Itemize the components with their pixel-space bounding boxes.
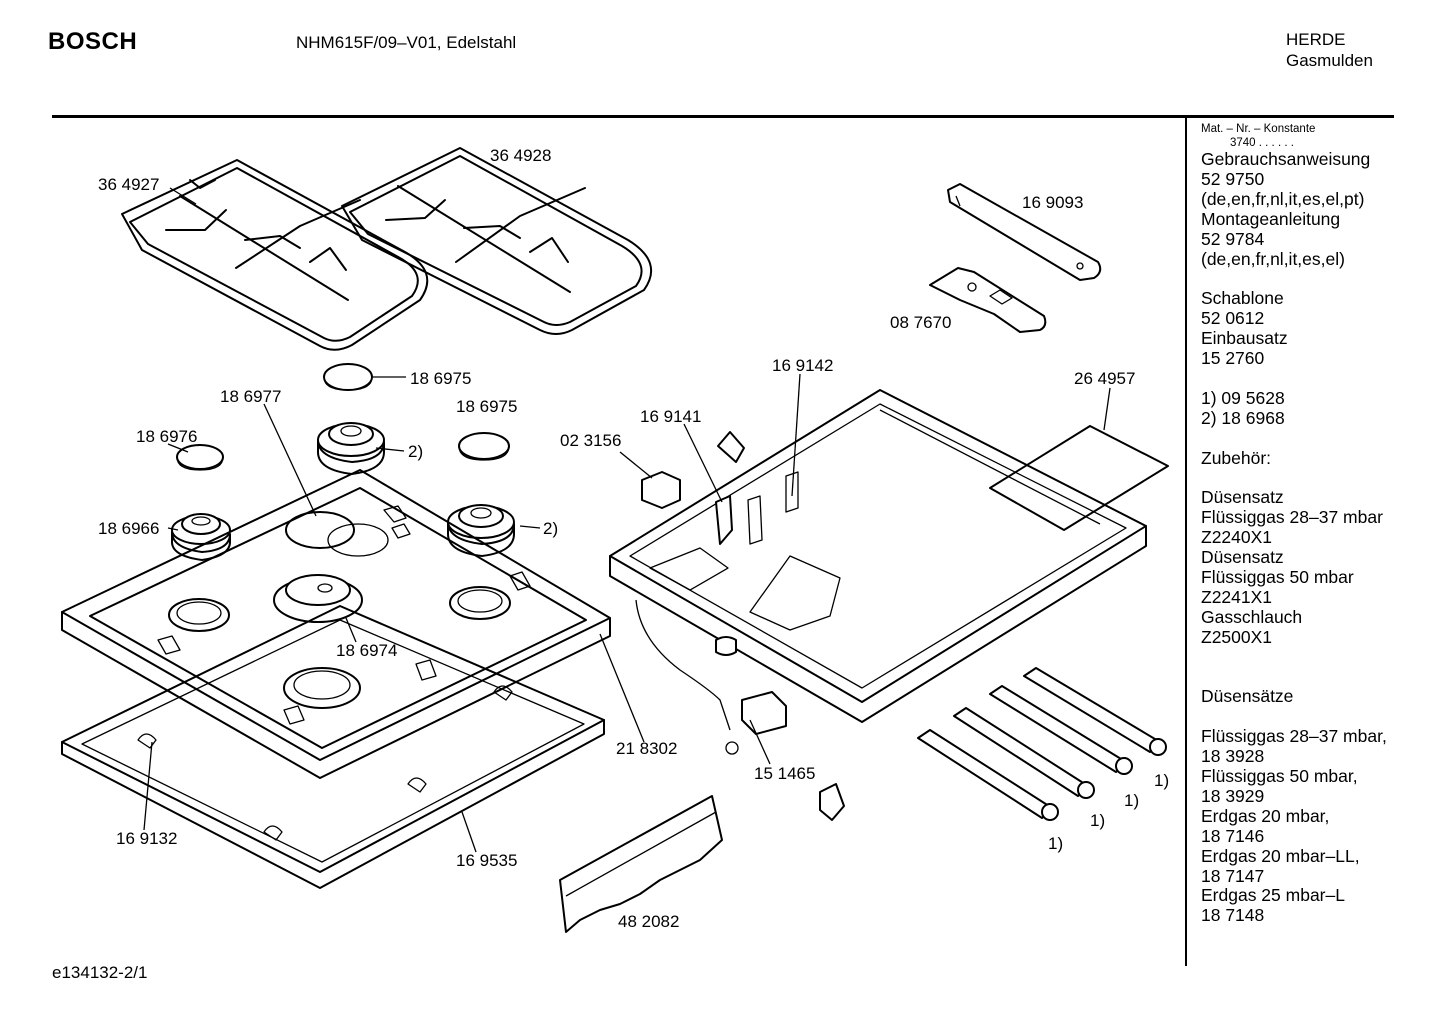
model-title: NHM615F/09–V01, Edelstahl [296,33,517,52]
sidebar-spacer [1201,648,1436,668]
brand-logo: BOSCH [48,28,138,55]
label-169093: 16 9093 [1022,193,1083,212]
exploded-view-diagram: 36 4927 36 4928 16 9093 08 7670 18 6975 … [61,146,1169,933]
label-169141: 16 9141 [640,407,701,426]
sidebar-line: Z2241X1 [1201,586,1273,607]
cooktop-top-plate [61,469,611,779]
label-364927: 36 4927 [98,175,159,194]
note-2-a: 2) [408,442,423,461]
label-023156: 02 3156 [560,431,621,450]
sidebar-divider [1185,116,1187,966]
part-labels: 36 4927 36 4928 16 9093 08 7670 18 6975 … [98,146,1169,931]
pan-support-right [341,147,653,335]
sidebar-line: Erdgas 20 mbar, [1201,805,1330,826]
sidebar-line: 52 9750 [1201,168,1265,189]
sidebar-spacer [1201,369,1436,389]
sidebar-line: 18 7148 [1201,905,1265,926]
label-151465: 15 1465 [754,764,815,783]
sidebar-line: 52 9784 [1201,228,1265,249]
label-087670: 08 7670 [890,313,951,332]
pan-support-left [121,159,429,351]
label-186974: 18 6974 [336,641,397,660]
label-186976: 18 6976 [136,427,197,446]
sidebar-line: 15 2760 [1201,348,1265,369]
sidebar-line: Gasschlauch [1201,606,1303,627]
label-186977: 18 6977 [220,387,281,406]
electrical-parts [635,431,845,821]
bracket-169093 [947,183,1102,281]
sidebar-line: 52 0612 [1201,308,1265,329]
label-186966: 18 6966 [98,519,159,538]
drawing-id: e134132-2/1 [52,963,148,982]
leader-lines [143,187,1111,853]
label-169132: 16 9132 [116,829,177,848]
label-169535: 16 9535 [456,851,517,870]
label-186975-a: 18 6975 [410,369,471,388]
sidebar-line: Montageanleitung [1201,208,1341,229]
bottom-housing [609,389,1169,723]
label-364928: 36 4928 [490,146,551,165]
sidebar-line: (de,en,fr,nl,it,es,el,pt) [1201,188,1365,209]
category-herde: HERDE [1286,30,1346,49]
sidebar-line: Flüssiggas 28–37 mbar [1201,507,1383,528]
category-gasmulden: Gasmulden [1286,51,1373,70]
sidebar-line: (de,en,fr,nl,it,es,el) [1201,248,1345,269]
note-1-a: 1) [1154,771,1169,790]
seal-frame [61,605,605,889]
mat-nr-dots: 3740 . . . . . . [1230,137,1294,149]
sidebar-spacer [1201,667,1436,687]
sidebar-spacer [1201,707,1436,727]
sidebar-spacer [1201,429,1436,449]
sidebar-line: Schablone [1201,288,1284,309]
note-2-b: 2) [543,519,558,538]
sidebar-line: Gebrauchsanweisung [1201,149,1371,169]
parts-sidebar: Mat. – Nr. – Konstante 3740 . . . . . . … [1201,122,1436,926]
header-divider [52,115,1394,118]
sidebar-line: Flüssiggas 28–37 mbar, [1201,726,1387,747]
sidebar-line: Z2240X1 [1201,527,1273,548]
note-1-b: 1) [1124,791,1139,810]
sidebar-line: 18 3928 [1201,746,1265,767]
burner-caps [176,363,510,557]
sidebar-line: Z2500X1 [1201,626,1273,647]
heat-shield [559,795,723,933]
sidebar-line: Flüssiggas 50 mbar [1201,566,1354,587]
mat-nr-label: Mat. – Nr. – Konstante [1201,123,1316,135]
label-482082: 48 2082 [618,912,679,931]
sidebar-line: 1) 09 5628 [1201,387,1285,408]
note-1-d: 1) [1048,834,1063,853]
sidebar-line: Zubehör: [1201,447,1272,468]
sidebar-line: Erdgas 20 mbar–LL, [1201,845,1360,866]
label-218302: 21 8302 [616,739,677,758]
sidebar-spacer [1201,468,1436,488]
note-1-c: 1) [1090,811,1105,830]
sidebar-line: 2) 18 6968 [1201,407,1285,428]
sidebar-line: Düsensätze [1201,686,1294,707]
sidebar-line: Düsensatz [1201,547,1284,568]
sidebar-line: Erdgas 25 mbar–L [1201,885,1345,906]
sidebar-line: 18 3929 [1201,785,1265,806]
gas-nozzles [917,667,1167,821]
sidebar-line: 18 7146 [1201,825,1265,846]
burner-assemblies [171,422,515,561]
label-186975-b: 18 6975 [456,397,517,416]
sidebar-spacer [1201,269,1436,289]
label-169142: 16 9142 [772,356,833,375]
sidebar-line: Düsensatz [1201,487,1284,508]
sidebar-line: Flüssiggas 50 mbar, [1201,765,1358,786]
sidebar-line: 18 7147 [1201,865,1265,886]
sidebar-line: Einbausatz [1201,328,1288,349]
label-264957: 26 4957 [1074,369,1135,388]
clip-087670 [929,267,1047,333]
